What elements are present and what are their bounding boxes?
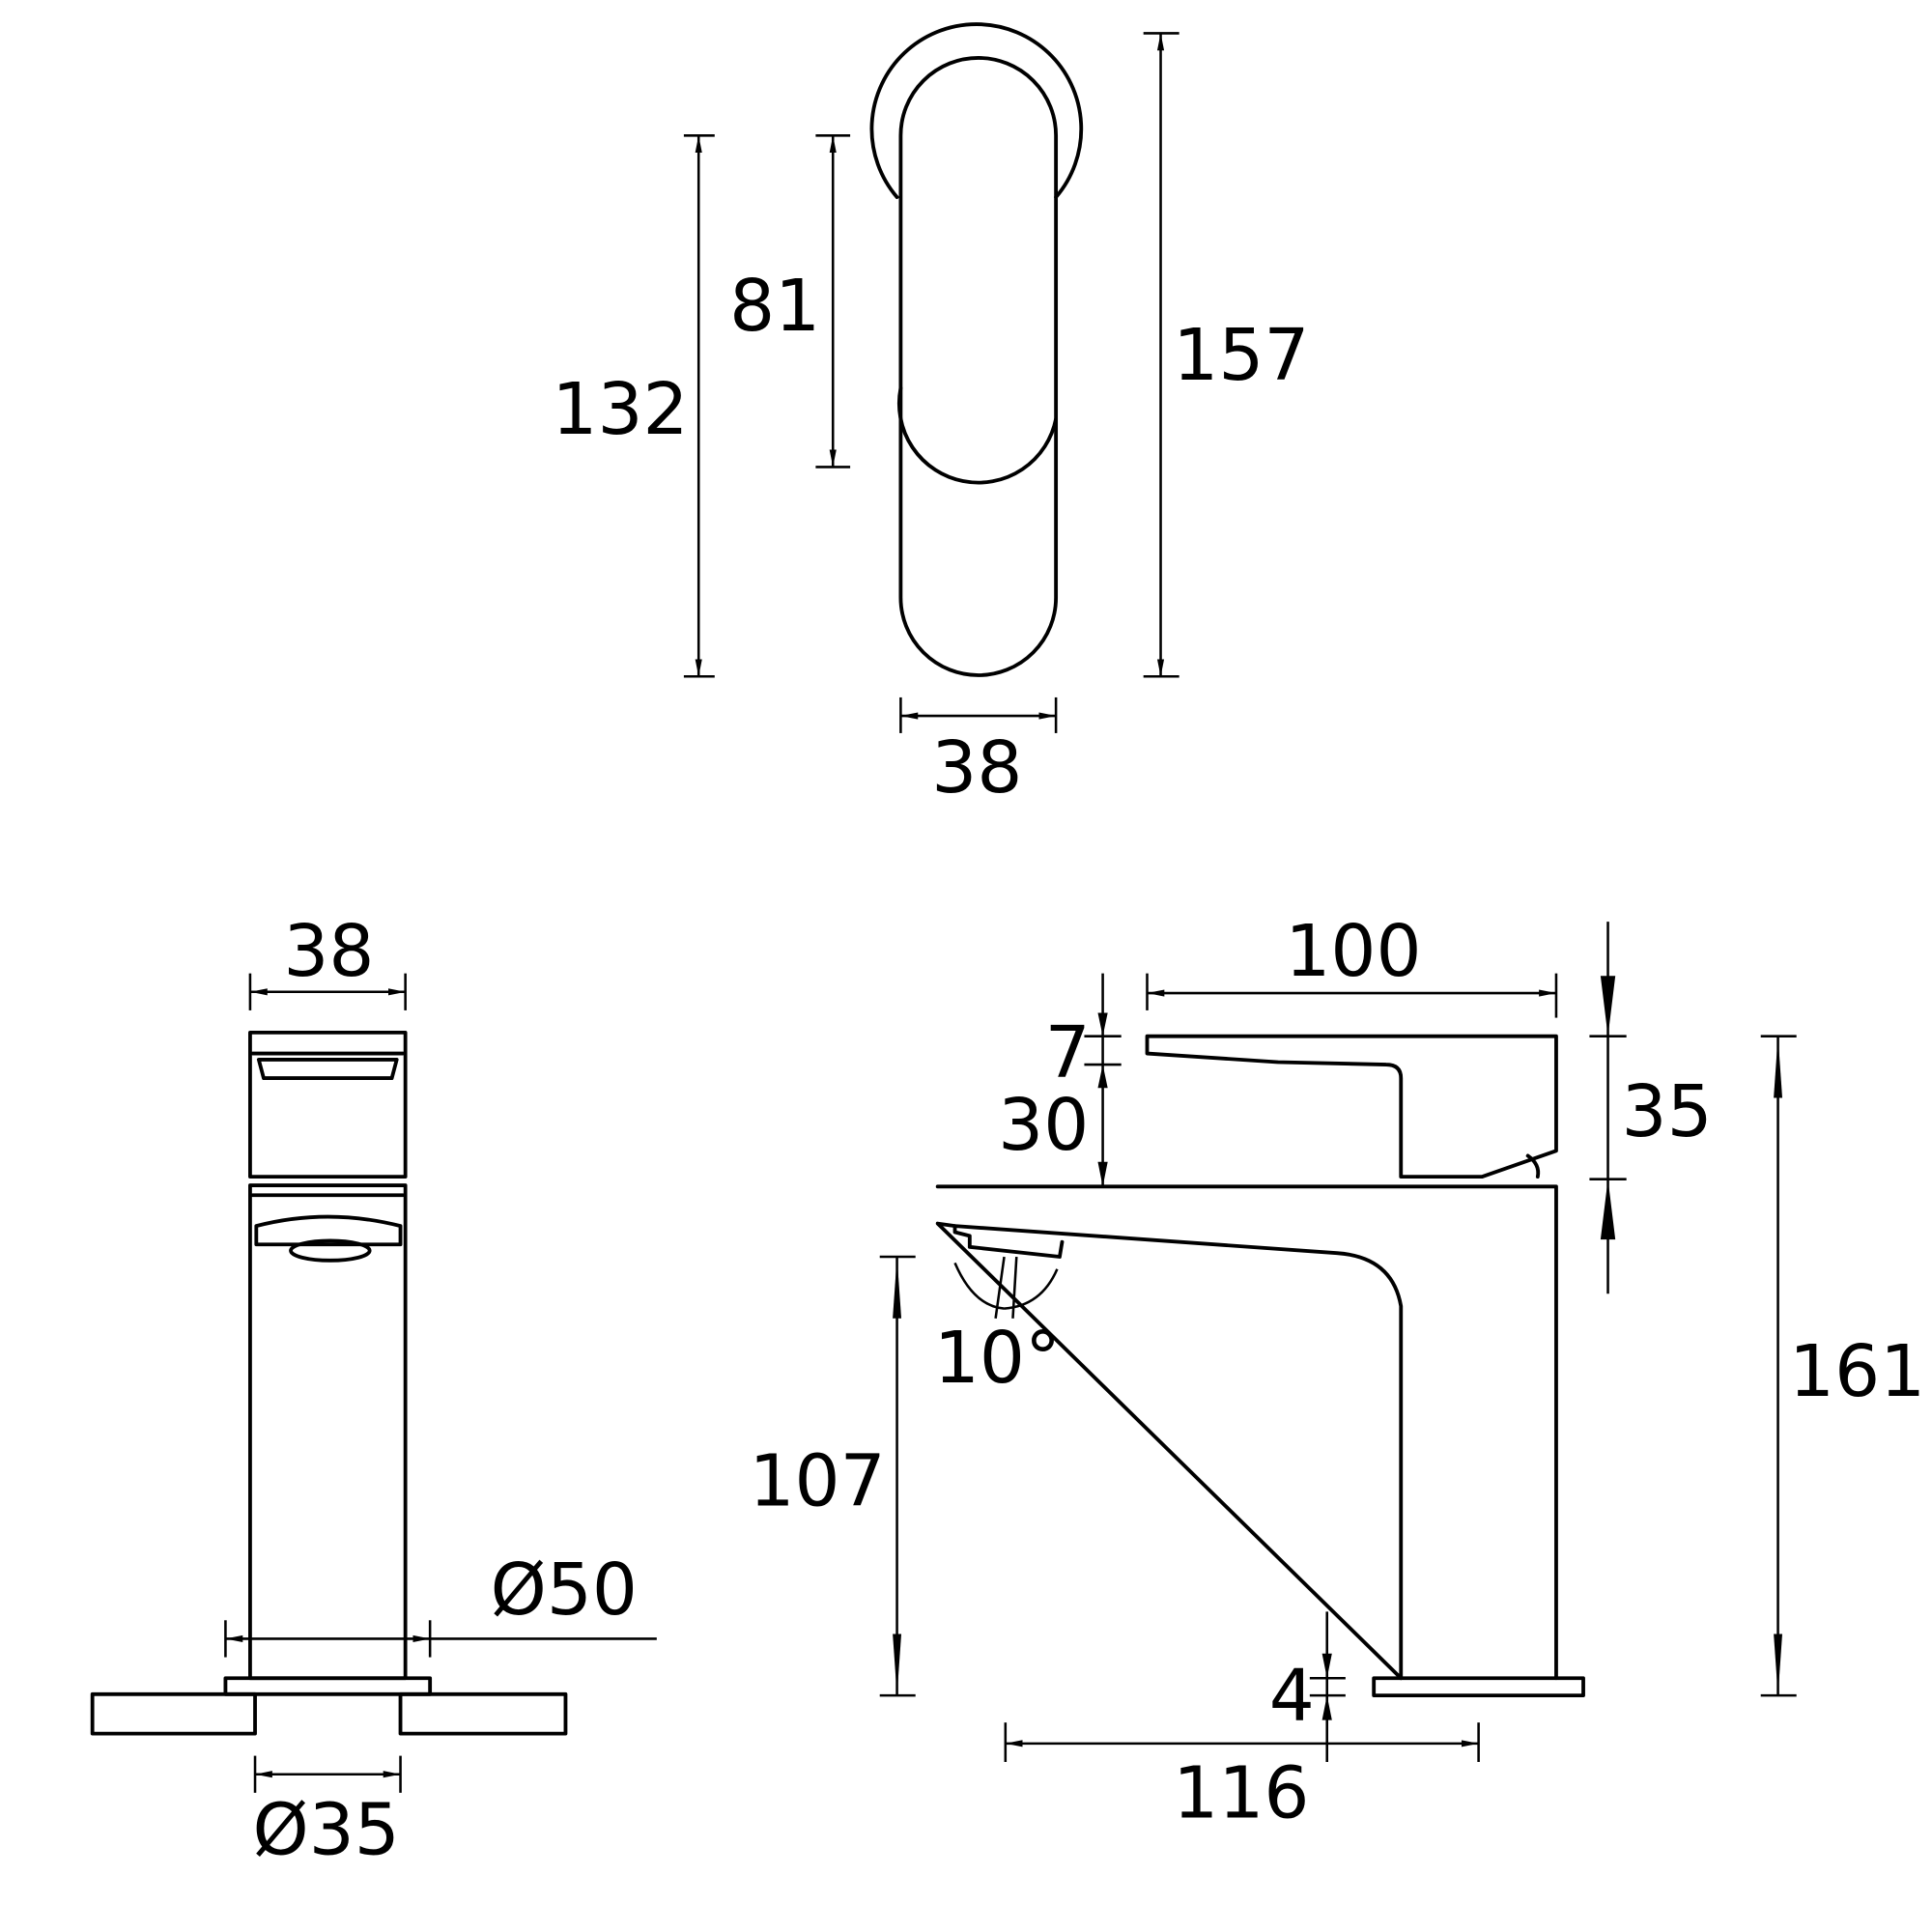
dim-label-100: 100 <box>1285 910 1421 993</box>
dim-label-dia50: Ø50 <box>491 1548 638 1632</box>
dim-label-dia35: Ø35 <box>252 1789 399 1872</box>
countertop-right <box>398 1691 568 1736</box>
dim-label-10-degrees: 10° <box>934 1317 1061 1400</box>
handle-front <box>248 1030 408 1179</box>
front-view: 38 Ø50 Ø35 <box>90 910 657 1872</box>
lever-tip-arc <box>896 385 1059 485</box>
dim-label-38-top: 38 <box>931 726 1022 810</box>
base-plate-side <box>1372 1676 1585 1698</box>
dim-label-35: 35 <box>1622 1070 1713 1153</box>
dim-label-30: 30 <box>998 1084 1089 1167</box>
handle-outline <box>898 56 1059 677</box>
dim-label-107: 107 <box>750 1440 886 1523</box>
dim-label-4: 4 <box>1269 1655 1315 1738</box>
dim-label-38-front: 38 <box>283 910 374 993</box>
lever-ring <box>869 22 1084 199</box>
dim-label-132: 132 <box>552 368 688 451</box>
side-view: 100 7 30 35 161 107 10° 4 11 <box>750 910 1926 1834</box>
countertop-left <box>90 1691 257 1736</box>
lever-side <box>1145 1034 1558 1179</box>
dim-label-116: 116 <box>1173 1751 1309 1834</box>
base-plate-front <box>223 1676 433 1696</box>
dim-label-157: 157 <box>1173 314 1309 397</box>
spout-body-side <box>935 1184 1558 1681</box>
dim-label-7: 7 <box>1045 1011 1091 1094</box>
top-view: 132 81 157 38 <box>552 22 1309 810</box>
dim-label-81: 81 <box>729 265 820 348</box>
dim-label-161: 161 <box>1789 1330 1925 1413</box>
